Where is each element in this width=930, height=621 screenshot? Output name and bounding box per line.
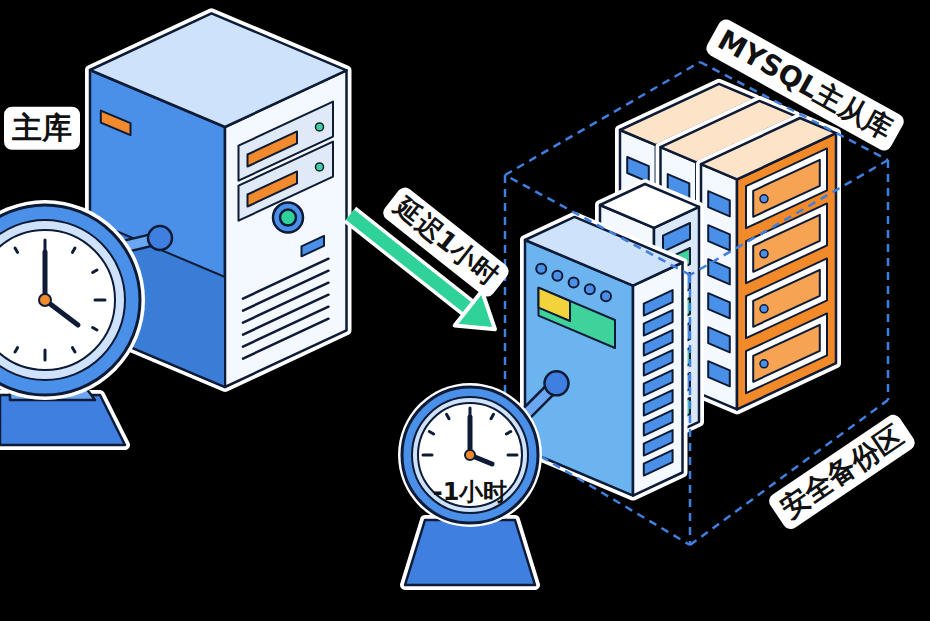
node-heading: 主库 (4, 107, 80, 150)
clock-tick (93, 328, 97, 331)
region-dashed-edge (505, 175, 690, 275)
drive-slot (248, 171, 298, 206)
master-server-node: 主库 (88, 8, 350, 398)
delay-clock: -1小时 (398, 383, 542, 527)
node-heading: -1小时 (433, 479, 508, 507)
clock-tick (491, 414, 494, 418)
clock-tick (429, 432, 433, 435)
status-light (101, 111, 131, 136)
side-slot (708, 259, 730, 284)
clock-ring (0, 205, 140, 395)
clock-face (418, 403, 522, 507)
clock-stand (405, 520, 535, 585)
clock-halo (398, 383, 542, 527)
slave-dot (585, 284, 595, 294)
vent-line (243, 319, 329, 359)
region-dashed-edge (689, 275, 692, 545)
slave-display-mark (539, 288, 571, 321)
vent-line (243, 259, 329, 299)
drive-tray-front (753, 215, 820, 272)
region-dashed-edge (690, 160, 888, 275)
clock-stand-halo (0, 395, 125, 445)
vent-line (243, 271, 329, 311)
tray-handle (760, 250, 768, 258)
slave-dot (601, 291, 611, 301)
clock-pin (39, 294, 51, 306)
clock-inner-ring (412, 397, 528, 513)
backup-server-side (701, 164, 737, 409)
clock-stand-halo (405, 520, 535, 585)
led (316, 123, 324, 131)
slave-dot (569, 278, 579, 288)
drive-tray-front (753, 325, 820, 382)
replica-slot (663, 223, 690, 252)
side-slot (627, 157, 649, 182)
slave-display (539, 288, 616, 348)
vent-line (243, 283, 329, 323)
clock-tick (95, 299, 105, 302)
backup-region: MYSQL主从库安全备份区 (495, 30, 915, 555)
connector-knob-core (280, 210, 296, 226)
clock-inner-ring (0, 220, 125, 380)
clock-hand (43, 252, 48, 300)
vent-line (243, 307, 329, 347)
clock-halo (0, 200, 145, 400)
clock-tick (73, 248, 76, 252)
clock-tick (44, 350, 47, 360)
region-dashed-edge (505, 62, 700, 175)
clock-tick (15, 248, 18, 252)
clock-tick (506, 432, 510, 435)
clock-face (0, 230, 115, 370)
region-dashed-edge (887, 160, 890, 400)
backup-server-halo (701, 118, 836, 409)
clock-arm-knob (148, 226, 172, 250)
clock-tick (508, 454, 517, 457)
edge-label: 延迟1小时 (380, 184, 512, 299)
tray-handle (760, 195, 768, 203)
clock-tick (44, 240, 47, 250)
drive-tray-front (753, 270, 820, 327)
side-slot (708, 361, 730, 386)
tray-handle (760, 360, 768, 368)
drive-tray-front (753, 160, 820, 217)
clock-tick (93, 270, 97, 273)
side-slot (708, 225, 730, 250)
master-server-top (90, 13, 347, 127)
clock-pin (465, 450, 475, 460)
clock-ring (402, 387, 538, 523)
backup-server-face (737, 133, 836, 409)
node-heading: MYSQL主从库 (703, 17, 906, 154)
vent-line (243, 295, 329, 335)
clock-tick (15, 348, 18, 352)
tray-handle (760, 305, 768, 313)
node-label: 安全备份区 (766, 412, 918, 533)
arrow-head (455, 291, 495, 329)
replica-server-top (600, 184, 699, 228)
illustration-group (0, 13, 836, 585)
port (302, 236, 325, 256)
clock-arm-knob (545, 371, 569, 395)
clock-tick (447, 414, 450, 418)
slave-server-face (633, 263, 683, 496)
slave-slot (644, 290, 673, 316)
clock-tick (73, 348, 76, 352)
slave-dot (552, 271, 562, 281)
side-slot (708, 191, 730, 216)
led (316, 163, 324, 171)
slave-dot (536, 264, 546, 274)
side-slot (708, 327, 730, 352)
drive-tray (746, 148, 827, 228)
side-slot (708, 293, 730, 318)
clock-tick (423, 454, 432, 457)
connector-knob (273, 203, 303, 233)
clock-stand (0, 395, 125, 445)
